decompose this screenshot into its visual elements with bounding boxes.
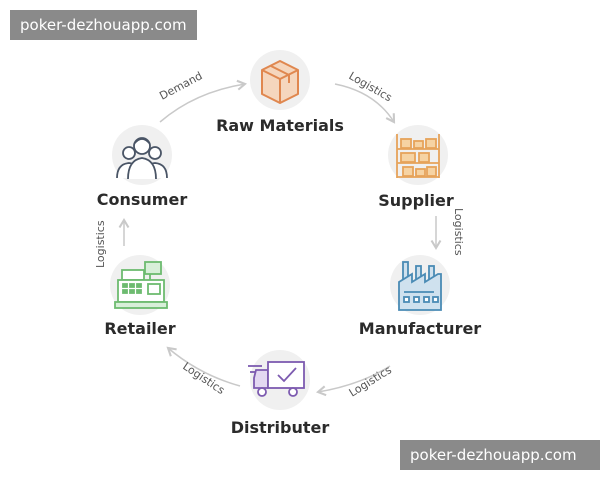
cash-register-icon [114, 261, 168, 309]
node-retailer: Retailer [104, 255, 176, 338]
node-raw-materials: Raw Materials [216, 50, 344, 135]
arrow-distributer-to-retailer [166, 346, 241, 387]
node-label-distributer: Distributer [231, 418, 330, 437]
edge-label-logistics-4: Logistics [180, 360, 227, 398]
node-manufacturer: Manufacturer [359, 255, 482, 338]
node-label-consumer: Consumer [97, 190, 188, 209]
arrow-raw-to-supplier [334, 83, 396, 124]
node-label-manufacturer: Manufacturer [359, 319, 482, 338]
edge-label-logistics-5: Logistics [94, 220, 107, 268]
box-icon [261, 60, 299, 104]
factory-icon [398, 261, 442, 311]
node-supplier: Supplier [378, 125, 454, 210]
shelf-icon [396, 134, 440, 178]
truck-icon [248, 361, 305, 397]
watermark-bottom: poker-dezhouapp.com [400, 440, 600, 470]
node-label-supplier: Supplier [378, 191, 454, 210]
edge-label-logistics-3: Logistics [347, 363, 394, 399]
node-consumer: Consumer [97, 125, 188, 209]
arrow-manufacturer-to-distributer [315, 365, 391, 397]
watermark-top: poker-dezhouapp.com [10, 10, 197, 40]
edge-label-logistics-2: Logistics [452, 208, 465, 256]
arrow-consumer-to-raw [159, 79, 248, 123]
people-icon [116, 137, 168, 180]
edge-label-logistics-1: Logistics [347, 69, 395, 104]
node-label-raw-materials: Raw Materials [216, 116, 344, 135]
node-label-retailer: Retailer [104, 319, 175, 338]
node-distributer: Distributer [231, 350, 330, 437]
